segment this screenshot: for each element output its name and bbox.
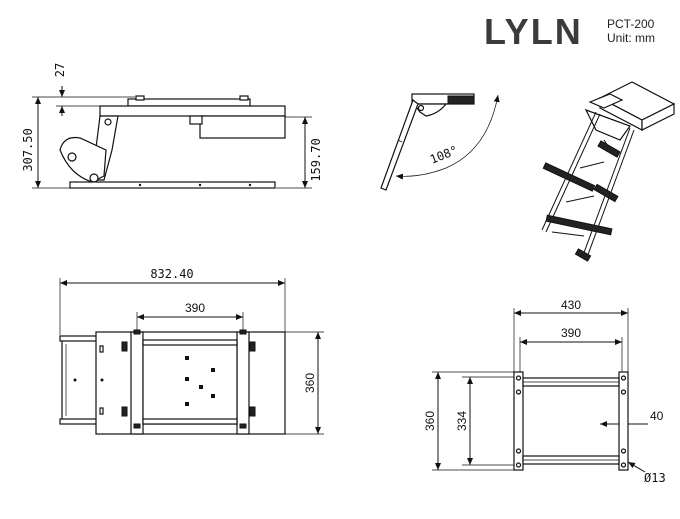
dim-inner-width-label: 390	[561, 326, 581, 340]
side-view: 307.50 27 159.70	[21, 63, 323, 189]
dim-rung-label: 40	[650, 409, 664, 423]
isometric-view	[541, 81, 676, 262]
dim-overall-label: 832.40	[150, 267, 193, 281]
dim-height-label-top: 360	[303, 373, 317, 393]
dim-right-label: 159.70	[309, 138, 323, 181]
end-view: 430 390 360 334 40 Ø13	[423, 298, 666, 485]
angle-view: 108°	[380, 93, 500, 191]
dim-outer-height-label: 360	[423, 411, 437, 431]
model-info: PCT-200 Unit: mm	[607, 17, 655, 46]
dim-hole-label: Ø13	[644, 471, 666, 485]
model-number: PCT-200	[607, 17, 655, 31]
dim-inner-height-label: 334	[455, 411, 469, 431]
unit-label: Unit: mm	[607, 30, 655, 45]
dim-hole-leader	[627, 461, 646, 473]
top-view: 832.40 390 360	[59, 267, 324, 435]
dim-outer-width-label: 430	[561, 298, 581, 312]
brand-logo: LYLN	[484, 11, 583, 52]
dim-inner-label: 390	[185, 301, 205, 315]
dim-top-label: 27	[53, 63, 67, 77]
dim-height-label: 307.50	[21, 128, 35, 171]
